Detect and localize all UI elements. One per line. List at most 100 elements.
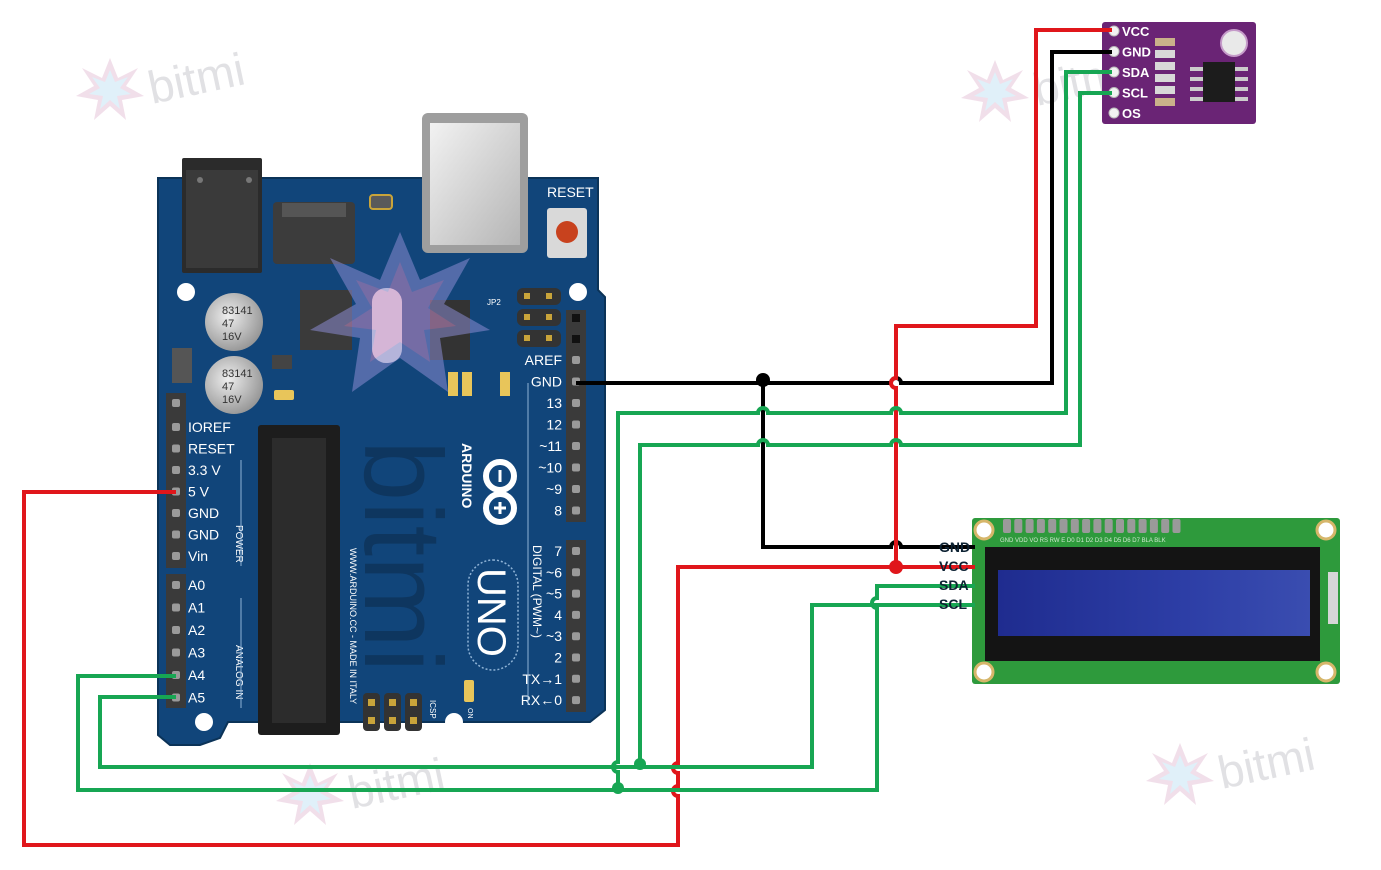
lcd-pin-label-vcc: VCC [939, 558, 969, 574]
lcd-pin-label-scl: SCL [939, 596, 967, 612]
lcd-header-pin [1082, 519, 1091, 533]
capacitor-text-3: 16V [222, 394, 242, 406]
sensor-pin-os [1108, 107, 1120, 119]
digital-header-top [566, 310, 586, 522]
arduino-url-label: WWW.ARDUINO.CC - MADE IN ITALY [348, 548, 358, 704]
junction-scl [634, 758, 646, 770]
watermark-text: bitmi [1213, 728, 1319, 799]
pin-label: 3.3 V [188, 462, 221, 478]
lcd-header-pin [1161, 519, 1170, 533]
pin-label: RESET [188, 441, 235, 457]
pin-label: IOREF [188, 419, 231, 435]
header-pin [172, 552, 180, 560]
mounting-hole [973, 661, 995, 683]
header-pin [172, 509, 180, 517]
header-pin [572, 442, 580, 450]
header-pin [572, 589, 580, 598]
pin-label: 8 [554, 503, 562, 519]
arduino-logo-icon [483, 459, 517, 525]
pin-label: 12 [546, 417, 562, 433]
watermark-top-left: bitmi [76, 43, 249, 120]
sensor-chip [1203, 62, 1235, 102]
wire-vcc-sensor [889, 28, 1112, 567]
pin-label: ~3 [546, 628, 562, 644]
lcd-header-pin [1070, 519, 1079, 533]
pin-label: 5 V [188, 484, 210, 500]
mounting-hole [177, 283, 195, 301]
lcd-header-pin [1059, 519, 1068, 533]
lcd-header-pin [1116, 519, 1124, 533]
analog-header [166, 574, 186, 708]
mounting-hole [1315, 519, 1337, 541]
pin-label: RX←0 [521, 692, 562, 708]
mounting-hole [973, 519, 995, 541]
mounting-hole [1315, 661, 1337, 683]
header-pin [572, 356, 580, 364]
reset-button[interactable] [547, 208, 587, 258]
bitmi-logo-icon [961, 60, 1029, 122]
header-pin [572, 568, 580, 577]
analog-group-label: ANALOG IN [233, 645, 244, 699]
pin-label: A3 [188, 645, 205, 661]
bitmi-logo-icon [276, 763, 344, 825]
header-pin [572, 696, 580, 705]
watermark-text: bitmi [143, 43, 249, 114]
on-led-label: ON [466, 708, 473, 719]
pin-label: A2 [188, 622, 205, 638]
lcd-header-pin [1014, 519, 1023, 533]
header-pin [172, 581, 180, 589]
lcd-header-pin [1104, 519, 1113, 533]
header-pin [572, 420, 580, 429]
pin-label: A4 [188, 667, 205, 683]
wire-gnd-lcd [761, 383, 975, 549]
header-pin [172, 399, 180, 407]
pin-label: ~11 [539, 438, 562, 454]
watermark-text: bitmi [343, 748, 449, 819]
header-pin [172, 423, 180, 431]
sensor-pin-label: GND [1122, 45, 1151, 60]
header-pin [572, 653, 580, 662]
lcd-pin-label-gnd: GND [939, 539, 970, 555]
lcd-header-label: GND VDD VO RS RW E D0 D1 D2 D3 D4 D5 D6 … [1000, 538, 1166, 544]
header-pin [572, 610, 580, 619]
pin-label: ~5 [546, 586, 562, 602]
mounting-hole [569, 283, 587, 301]
arduino-brand-label: ARDUINO [459, 443, 475, 508]
pin-label: 13 [546, 395, 562, 411]
watermark-bottom-left: bitmi [276, 748, 449, 825]
digital-header-bottom [566, 540, 586, 712]
lcd-pin-label-sda: SDA [939, 577, 969, 593]
header-pin [572, 399, 580, 407]
sensor-pin-label: SDA [1122, 65, 1150, 80]
pin-label: GND [188, 505, 219, 521]
header-pin [572, 632, 580, 641]
pin-label: ~10 [538, 460, 562, 476]
lcd-header-pin [1127, 519, 1136, 533]
wires [22, 28, 1112, 847]
lcd-header-pin [1172, 519, 1181, 533]
jp2-label: JP2 [487, 298, 501, 307]
header-pin [572, 335, 580, 343]
pin-label: GND [188, 527, 219, 543]
wire-scl-sensor [638, 91, 1112, 767]
lcd-header-pin [1138, 519, 1147, 533]
pin-label: TX→1 [522, 671, 562, 687]
header-pin [172, 603, 180, 612]
reset-label: RESET [547, 184, 594, 200]
arduino-model-label: UNO [469, 568, 513, 657]
on-led [464, 680, 474, 702]
capacitor-text-2: 47 [222, 318, 234, 330]
pin-label: ~9 [546, 481, 562, 497]
mounting-hole [445, 713, 463, 731]
lcd-header-pin [1003, 519, 1011, 533]
inductor [172, 348, 192, 383]
header-pin [172, 648, 180, 657]
pin-label: ~6 [546, 564, 562, 580]
lcd-header-pin [1093, 519, 1102, 533]
arduino-uno-board: RESET 83141 47 16V 83141 47 16V JP2 [157, 113, 606, 746]
capacitor-text-2: 47 [222, 381, 234, 393]
pin-label: 4 [554, 607, 562, 623]
pin-label: 7 [554, 543, 562, 559]
